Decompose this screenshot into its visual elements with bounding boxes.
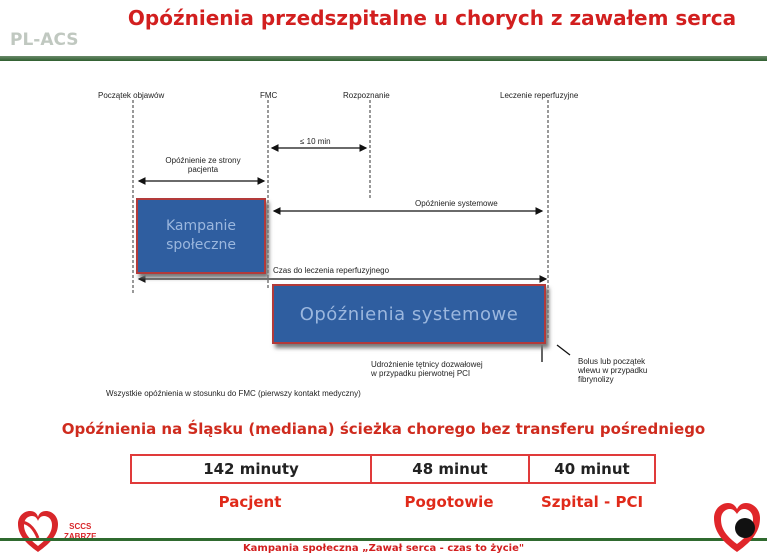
campaign-footer: Kampania społeczna „Zawał serca - czas t…	[242, 543, 525, 554]
milestone-diagnosis: Rozpoznanie	[343, 91, 390, 100]
logo-text-line-2: ZABRZE	[64, 532, 97, 541]
le10-label: ≤ 10 min	[300, 137, 331, 146]
bottom-divider	[0, 538, 767, 541]
patient-label: Pacjent	[218, 493, 282, 511]
patient-delay-line-1: Opóźnienie ze strony	[165, 156, 241, 165]
ambulance-delay-value: 48 minut	[372, 456, 530, 482]
top-divider	[0, 56, 767, 61]
sccs-zabrze-logo: SCCS ZABRZE	[16, 508, 106, 554]
hospital-pci-label: Szpital - PCI	[540, 493, 644, 511]
patient-delay-value: 142 minuty	[132, 456, 372, 482]
ambulance-label: Pogotowie	[404, 493, 494, 511]
milestone-fmc: FMC	[260, 91, 278, 100]
logo-text: SCCS ZABRZE	[64, 522, 96, 542]
campaign-box-line-1: Kampanie	[166, 218, 236, 234]
campaign-box: Kampanie społeczne	[136, 198, 266, 274]
milestone-symptom-onset: Początek objawów	[98, 91, 165, 100]
hospital-delay-value: 40 minut	[554, 460, 630, 478]
bolus-note-line-2: wlewu w przypadku	[578, 366, 648, 375]
bolus-note-line-3: fibrynolizy	[578, 375, 614, 384]
delay-values-table: 142 minuty 48 minut 40 minut	[130, 454, 656, 484]
silesia-delays-heading: Opóźnienia na Śląsku (mediana) ścieżka c…	[61, 420, 706, 438]
logo-text-line-1: SCCS	[69, 522, 92, 531]
heart-icon	[714, 503, 760, 552]
campaign-heart-logo	[712, 500, 762, 555]
system-delay-label: Opóźnienie systemowe	[415, 199, 498, 208]
pci-note: Udrożnienie tętnicy dozwałowej w przypad…	[371, 360, 483, 378]
time-to-reperfusion-label: Czas do leczenia reperfuzyjnego	[273, 266, 390, 275]
bolus-note: Bolus lub początek wlewu w przypadku fib…	[578, 357, 647, 384]
fmc-reference-note: Wszystkie opóźnienia w stosunku do FMC (…	[106, 389, 361, 398]
bolus-note-line-1: Bolus lub początek	[578, 357, 646, 366]
slide-title: Opóźnienia przedszpitalne u chorych z za…	[127, 6, 737, 30]
pci-note-line-2: w przypadku pierwotnej PCI	[371, 369, 471, 378]
pci-note-line-1: Udrożnienie tętnicy dozwałowej	[371, 360, 483, 369]
campaign-box-line-2: społeczne	[166, 237, 236, 253]
brand-label: PL-ACS	[10, 30, 79, 50]
patient-delay-line-2: pacjenta	[187, 165, 219, 174]
patient-delay-label: Opóźnienie ze strony pacjenta	[148, 156, 258, 174]
milestone-reperfusion: Leczenie reperfuzyjne	[500, 91, 579, 100]
system-delays-box: Opóźnienia systemowe	[272, 284, 546, 344]
